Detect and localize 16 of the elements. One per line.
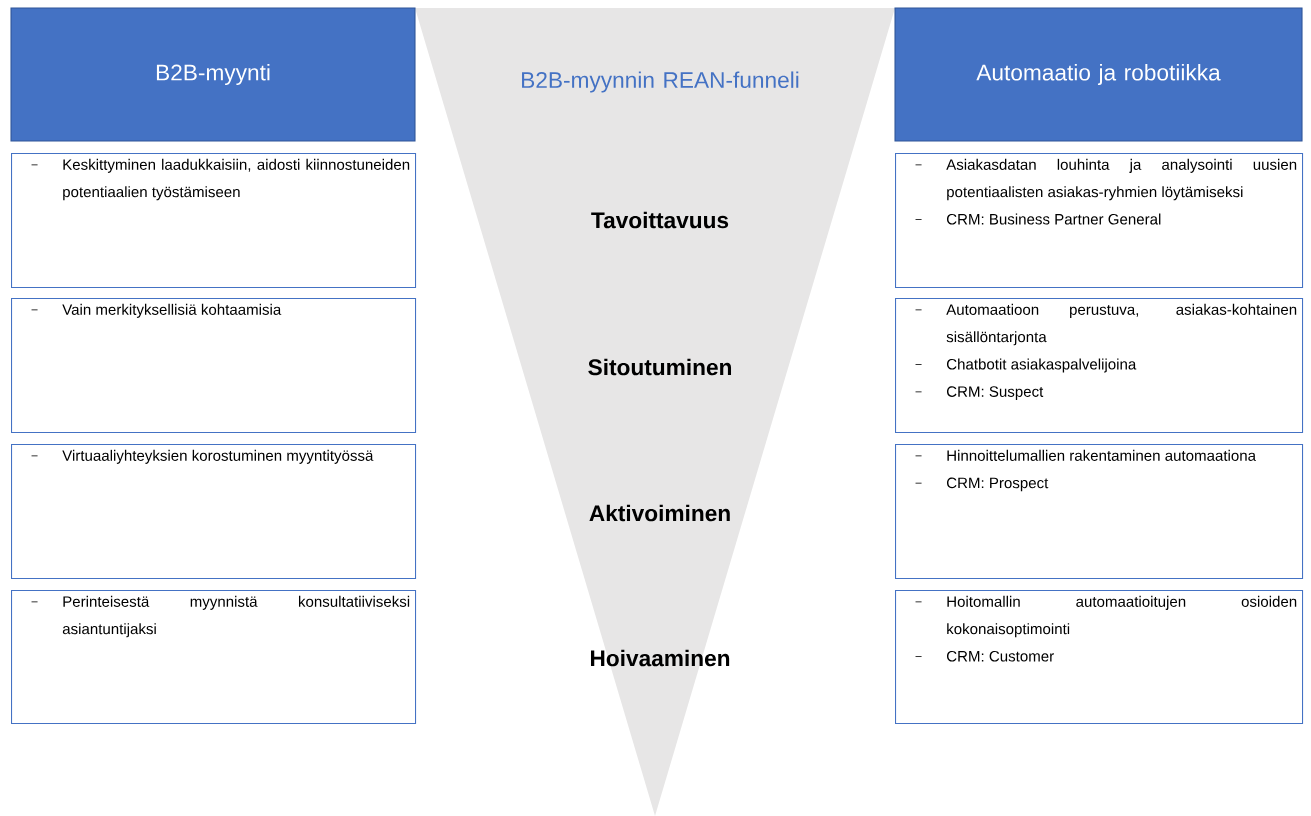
text-box: Automaatioon perustuva, asiakas-kohtainen sisällöntarjonta Chatbotit asiakaspalvelijoina CRM: Suspect	[895, 298, 1304, 434]
header-box: B2B-myynti	[10, 7, 416, 142]
text-box: Keskittyminen laadukkaisiin, aidosti kiinnostuneiden potentiaalien työstämiseen	[11, 153, 417, 289]
text-box: Virtuaaliyhteyksien korostuminen myyntityössä	[11, 444, 417, 580]
stage-label: Aktivoiminen	[589, 504, 730, 522]
text-box: Hinnoittelumallien rakentaminen automaationa CRM: Prospect	[895, 444, 1304, 580]
funnel-title: B2B-myynnin REAN-funneli	[522, 71, 799, 93]
stage-label: Hoivaaminen	[591, 649, 730, 667]
text-box: Asiakasdatan louhinta ja analysointi uusien potentiaalisten asiakas-ryhmien löytämiseksi CRM: Business Partner General	[895, 153, 1304, 289]
stage-label: Sitoutuminen	[588, 358, 731, 376]
funnel	[415, 8, 895, 816]
header-box: Automaatio ja robotiikka	[894, 7, 1303, 142]
stage-label: Tavoittavuus	[591, 211, 729, 229]
text-box: Perinteisestä myynnistä konsultatiiviseksi asiantuntijaksi	[11, 590, 417, 725]
text-box: Hoitomallin automaatioitujen osioiden kokonaisoptimointi CRM: Customer	[895, 590, 1304, 725]
text-box: Vain merkityksellisiä kohtaamisia	[11, 298, 417, 434]
